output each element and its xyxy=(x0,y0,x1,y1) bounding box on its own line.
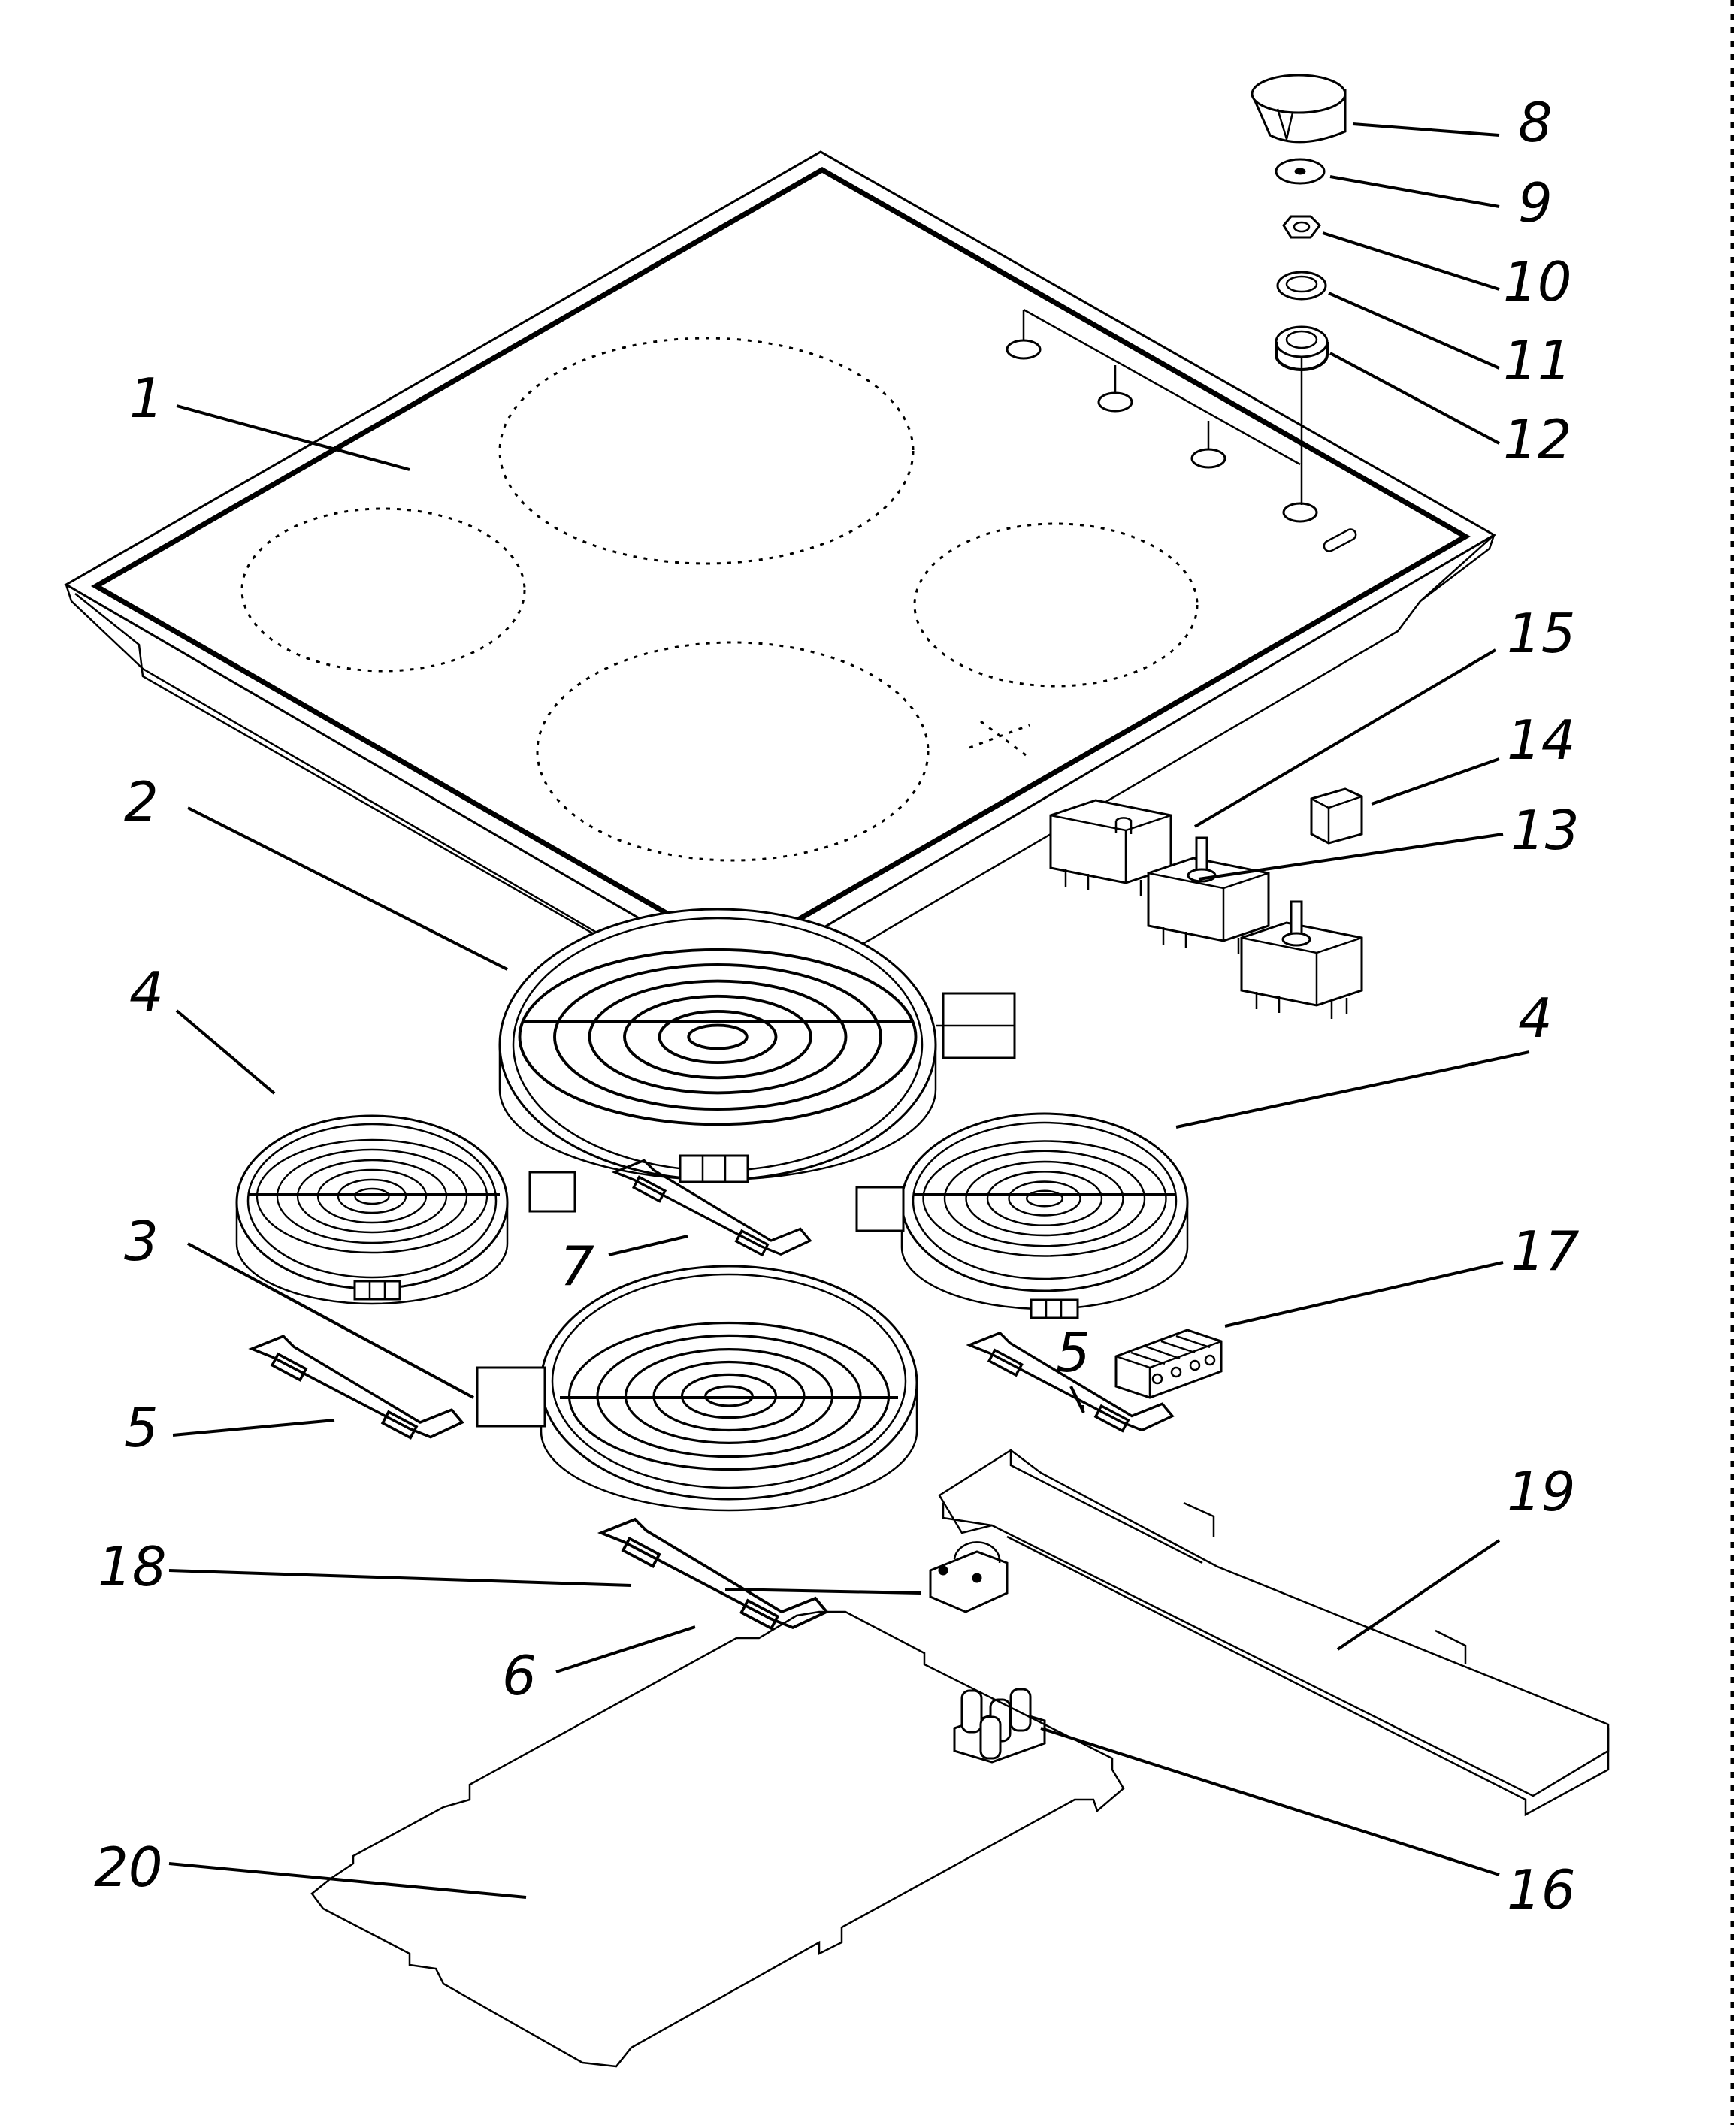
label-15: 15 xyxy=(1507,602,1576,665)
label-6: 6 xyxy=(502,1644,537,1707)
leader-lines xyxy=(168,122,1530,1899)
label-16: 16 xyxy=(1507,1858,1576,1921)
safety-thermostat xyxy=(929,1541,1009,1613)
label-20: 20 xyxy=(94,1836,163,1899)
label-4-right: 4 xyxy=(1518,987,1553,1050)
small-radiant-burner-right xyxy=(855,1112,1189,1319)
label-13: 13 xyxy=(1511,799,1580,862)
label-4-left: 4 xyxy=(129,960,164,1023)
hob-glass-top xyxy=(64,150,1496,1018)
label-5-right: 5 xyxy=(1056,1321,1090,1384)
part-labels: 1 2 3 4 4 5 5 6 7 8 9 10 11 12 13 14 15 … xyxy=(94,91,1580,1921)
mounting-bracket-6 xyxy=(600,1518,828,1630)
front-radiant-burner xyxy=(476,1265,918,1512)
label-8: 8 xyxy=(1518,91,1553,154)
indicator-lamp-clip xyxy=(1310,787,1363,845)
label-10: 10 xyxy=(1503,250,1572,313)
terminal-strip xyxy=(1114,1329,1223,1399)
large-radiant-burner xyxy=(498,908,1016,1183)
label-9: 9 xyxy=(1518,171,1553,234)
control-knob xyxy=(1251,74,1347,144)
label-11: 11 xyxy=(1503,329,1572,392)
spacer-ring xyxy=(1276,271,1327,301)
bottom-cover-plate xyxy=(310,1610,1125,2068)
label-1: 1 xyxy=(129,367,164,430)
knob-washer xyxy=(1275,158,1326,185)
label-3: 3 xyxy=(124,1210,159,1273)
small-radiant-burner-left xyxy=(235,1114,576,1305)
label-12: 12 xyxy=(1503,408,1572,471)
label-19: 19 xyxy=(1507,1460,1576,1523)
cable-cover-channel xyxy=(938,1449,1610,1817)
energy-regulator-15 xyxy=(1049,799,1172,898)
hex-nut xyxy=(1282,215,1321,239)
label-17: 17 xyxy=(1511,1220,1580,1283)
terminal-block xyxy=(679,1154,749,1183)
label-7: 7 xyxy=(560,1235,594,1298)
label-14: 14 xyxy=(1507,709,1576,772)
control-knob-hole xyxy=(1006,339,1357,552)
energy-regulator-extra xyxy=(1240,900,1363,1020)
label-2: 2 xyxy=(124,770,159,833)
mains-connector xyxy=(953,1688,1046,1764)
label-5-left: 5 xyxy=(124,1396,159,1459)
label-18: 18 xyxy=(98,1535,167,1598)
mounting-bracket-5-left xyxy=(250,1335,464,1440)
